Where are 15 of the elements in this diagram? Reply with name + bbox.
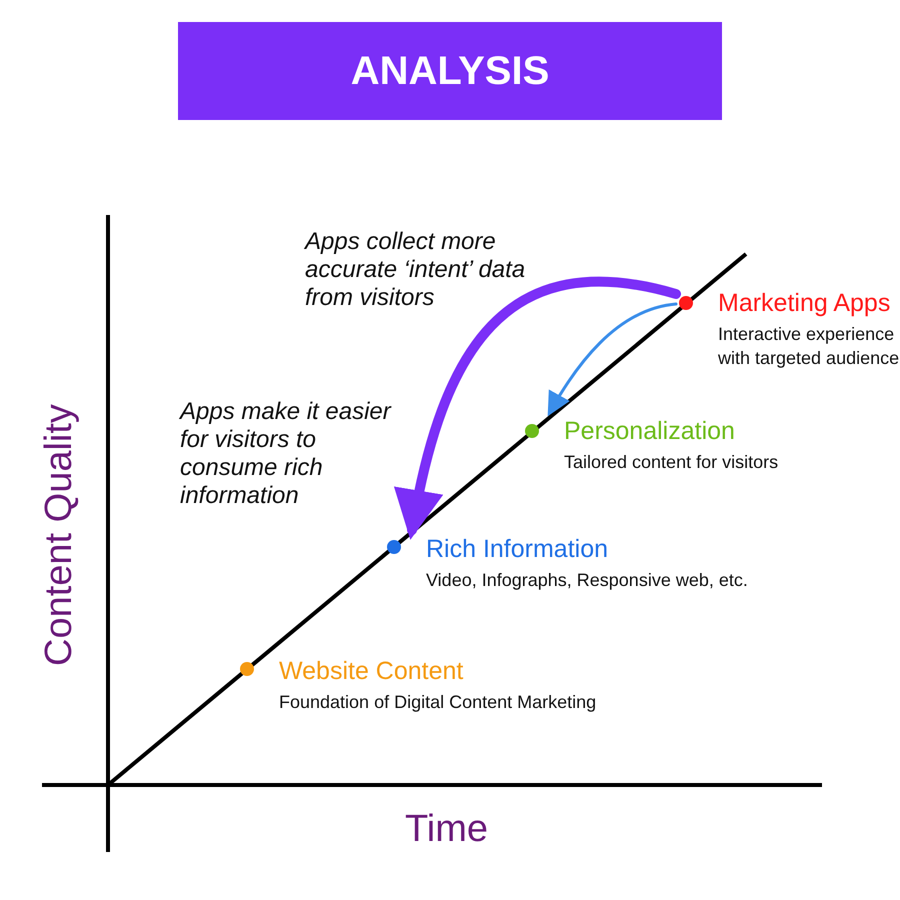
point-description: Video, Infographs, Responsive web, etc. [426,569,749,592]
point-description: Tailored content for visitors [564,451,780,474]
axis-title: Time [405,808,488,851]
point-label: Marketing Apps [718,288,892,318]
point-label: Website Content [279,656,464,686]
point-description: Interactive experience with targeted audience [718,323,900,370]
curved-arrow [548,302,678,416]
point-description: Foundation of Digital Content Marketing [279,691,598,714]
point-label: Personalization [564,416,736,446]
annotation-text: Apps collect more accurate ‘intent’ data from visitors [305,228,526,312]
point-label: Rich Information [426,534,610,564]
axis-title: Content Quality [38,403,81,668]
curved-arrow [394,276,681,540]
annotation-text: Apps make it easier for visitors to consume rich information [180,398,392,510]
title-banner: ANALYSIS [178,22,722,120]
